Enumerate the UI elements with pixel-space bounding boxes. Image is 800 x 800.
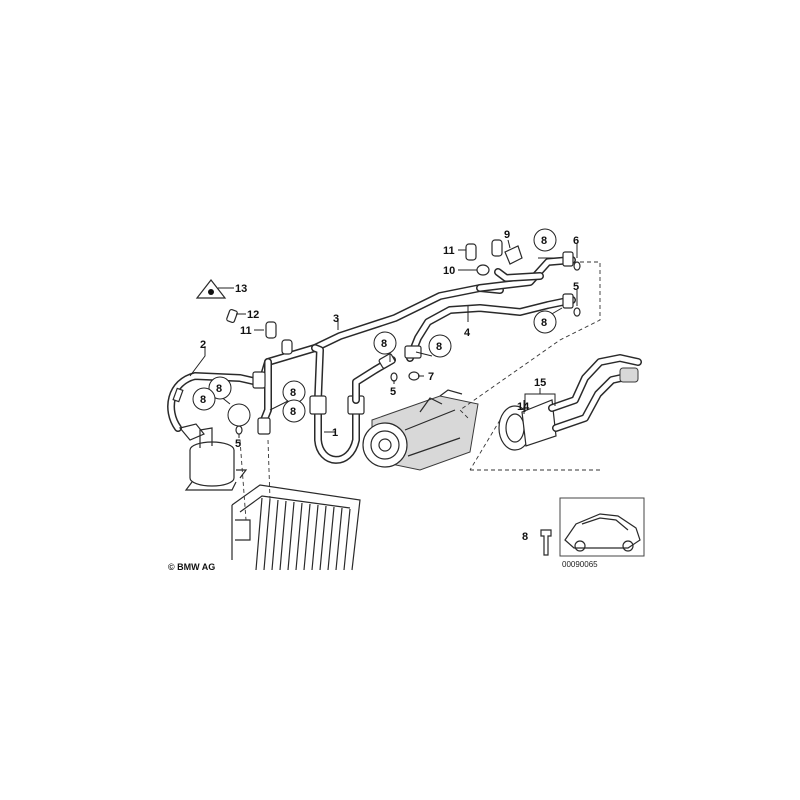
- callout-8-mid: 8: [381, 338, 387, 350]
- callout-8-top-right: 8: [541, 235, 547, 247]
- callout-3: 3: [333, 313, 339, 325]
- callout-1: 1: [332, 427, 338, 439]
- condenser-fin: [327, 506, 335, 571]
- condenser: [231, 484, 361, 571]
- callout-5-right: 5: [573, 281, 579, 293]
- compressor: [362, 389, 479, 471]
- condenser-fin: [335, 507, 343, 571]
- line-2-hose: [167, 372, 266, 441]
- line-1-hose: [309, 353, 396, 464]
- callout-2: 2: [200, 339, 206, 351]
- callout-9: 9: [504, 229, 510, 241]
- expansion-valve-assembly: [469, 354, 642, 471]
- callout-11-upper: 11: [443, 245, 455, 257]
- guide-lines: [239, 261, 601, 521]
- callout-5-middle: 5: [390, 386, 396, 398]
- copyright-text: © BMW AG: [168, 562, 215, 572]
- condenser-fin: [263, 498, 271, 571]
- callout-13: 13: [235, 283, 247, 295]
- callout-6: 6: [573, 235, 579, 247]
- receiver-dryer: [184, 427, 248, 491]
- labels: 1 2 3 4 5 5 5 6 7 8 8 8 8 8 8 8 8 8 9 10…: [168, 229, 598, 572]
- condenser-fin: [255, 497, 263, 571]
- callout-8-bolt: 8: [522, 531, 528, 543]
- callout-8-center-top: 8: [290, 387, 296, 399]
- diagram-code: 00090065: [562, 560, 598, 569]
- callout-8-right: 8: [541, 317, 547, 329]
- callout-8-center-bottom: 8: [290, 406, 296, 418]
- car-inset: [559, 497, 645, 557]
- callout-5-left: 5: [235, 438, 241, 450]
- condenser-fin: [295, 502, 303, 571]
- callout-8-mid-right: 8: [436, 341, 442, 353]
- callout-12: 12: [247, 309, 259, 321]
- callout-7: 7: [428, 371, 434, 383]
- condenser-fin: [311, 504, 319, 571]
- condenser-fin: [287, 501, 295, 571]
- loose-parts: [195, 239, 581, 556]
- condenser-fin: [271, 499, 279, 571]
- condenser-fin: [343, 508, 351, 571]
- callout-8-left-top: 8: [216, 383, 222, 395]
- line-3-pipe: [252, 284, 504, 435]
- condenser-fin: [319, 505, 327, 571]
- callout-14: 14: [517, 401, 530, 413]
- callout-4: 4: [464, 327, 471, 339]
- callout-15: 15: [534, 377, 546, 389]
- condenser-fin: [279, 500, 287, 571]
- callout-circles: [192, 228, 557, 427]
- callout-10: 10: [443, 265, 455, 277]
- callout-8-left: 8: [200, 394, 206, 406]
- condenser-fin: [303, 503, 311, 571]
- callout-11-left: 11: [240, 325, 252, 337]
- line-4-hose: [404, 251, 576, 362]
